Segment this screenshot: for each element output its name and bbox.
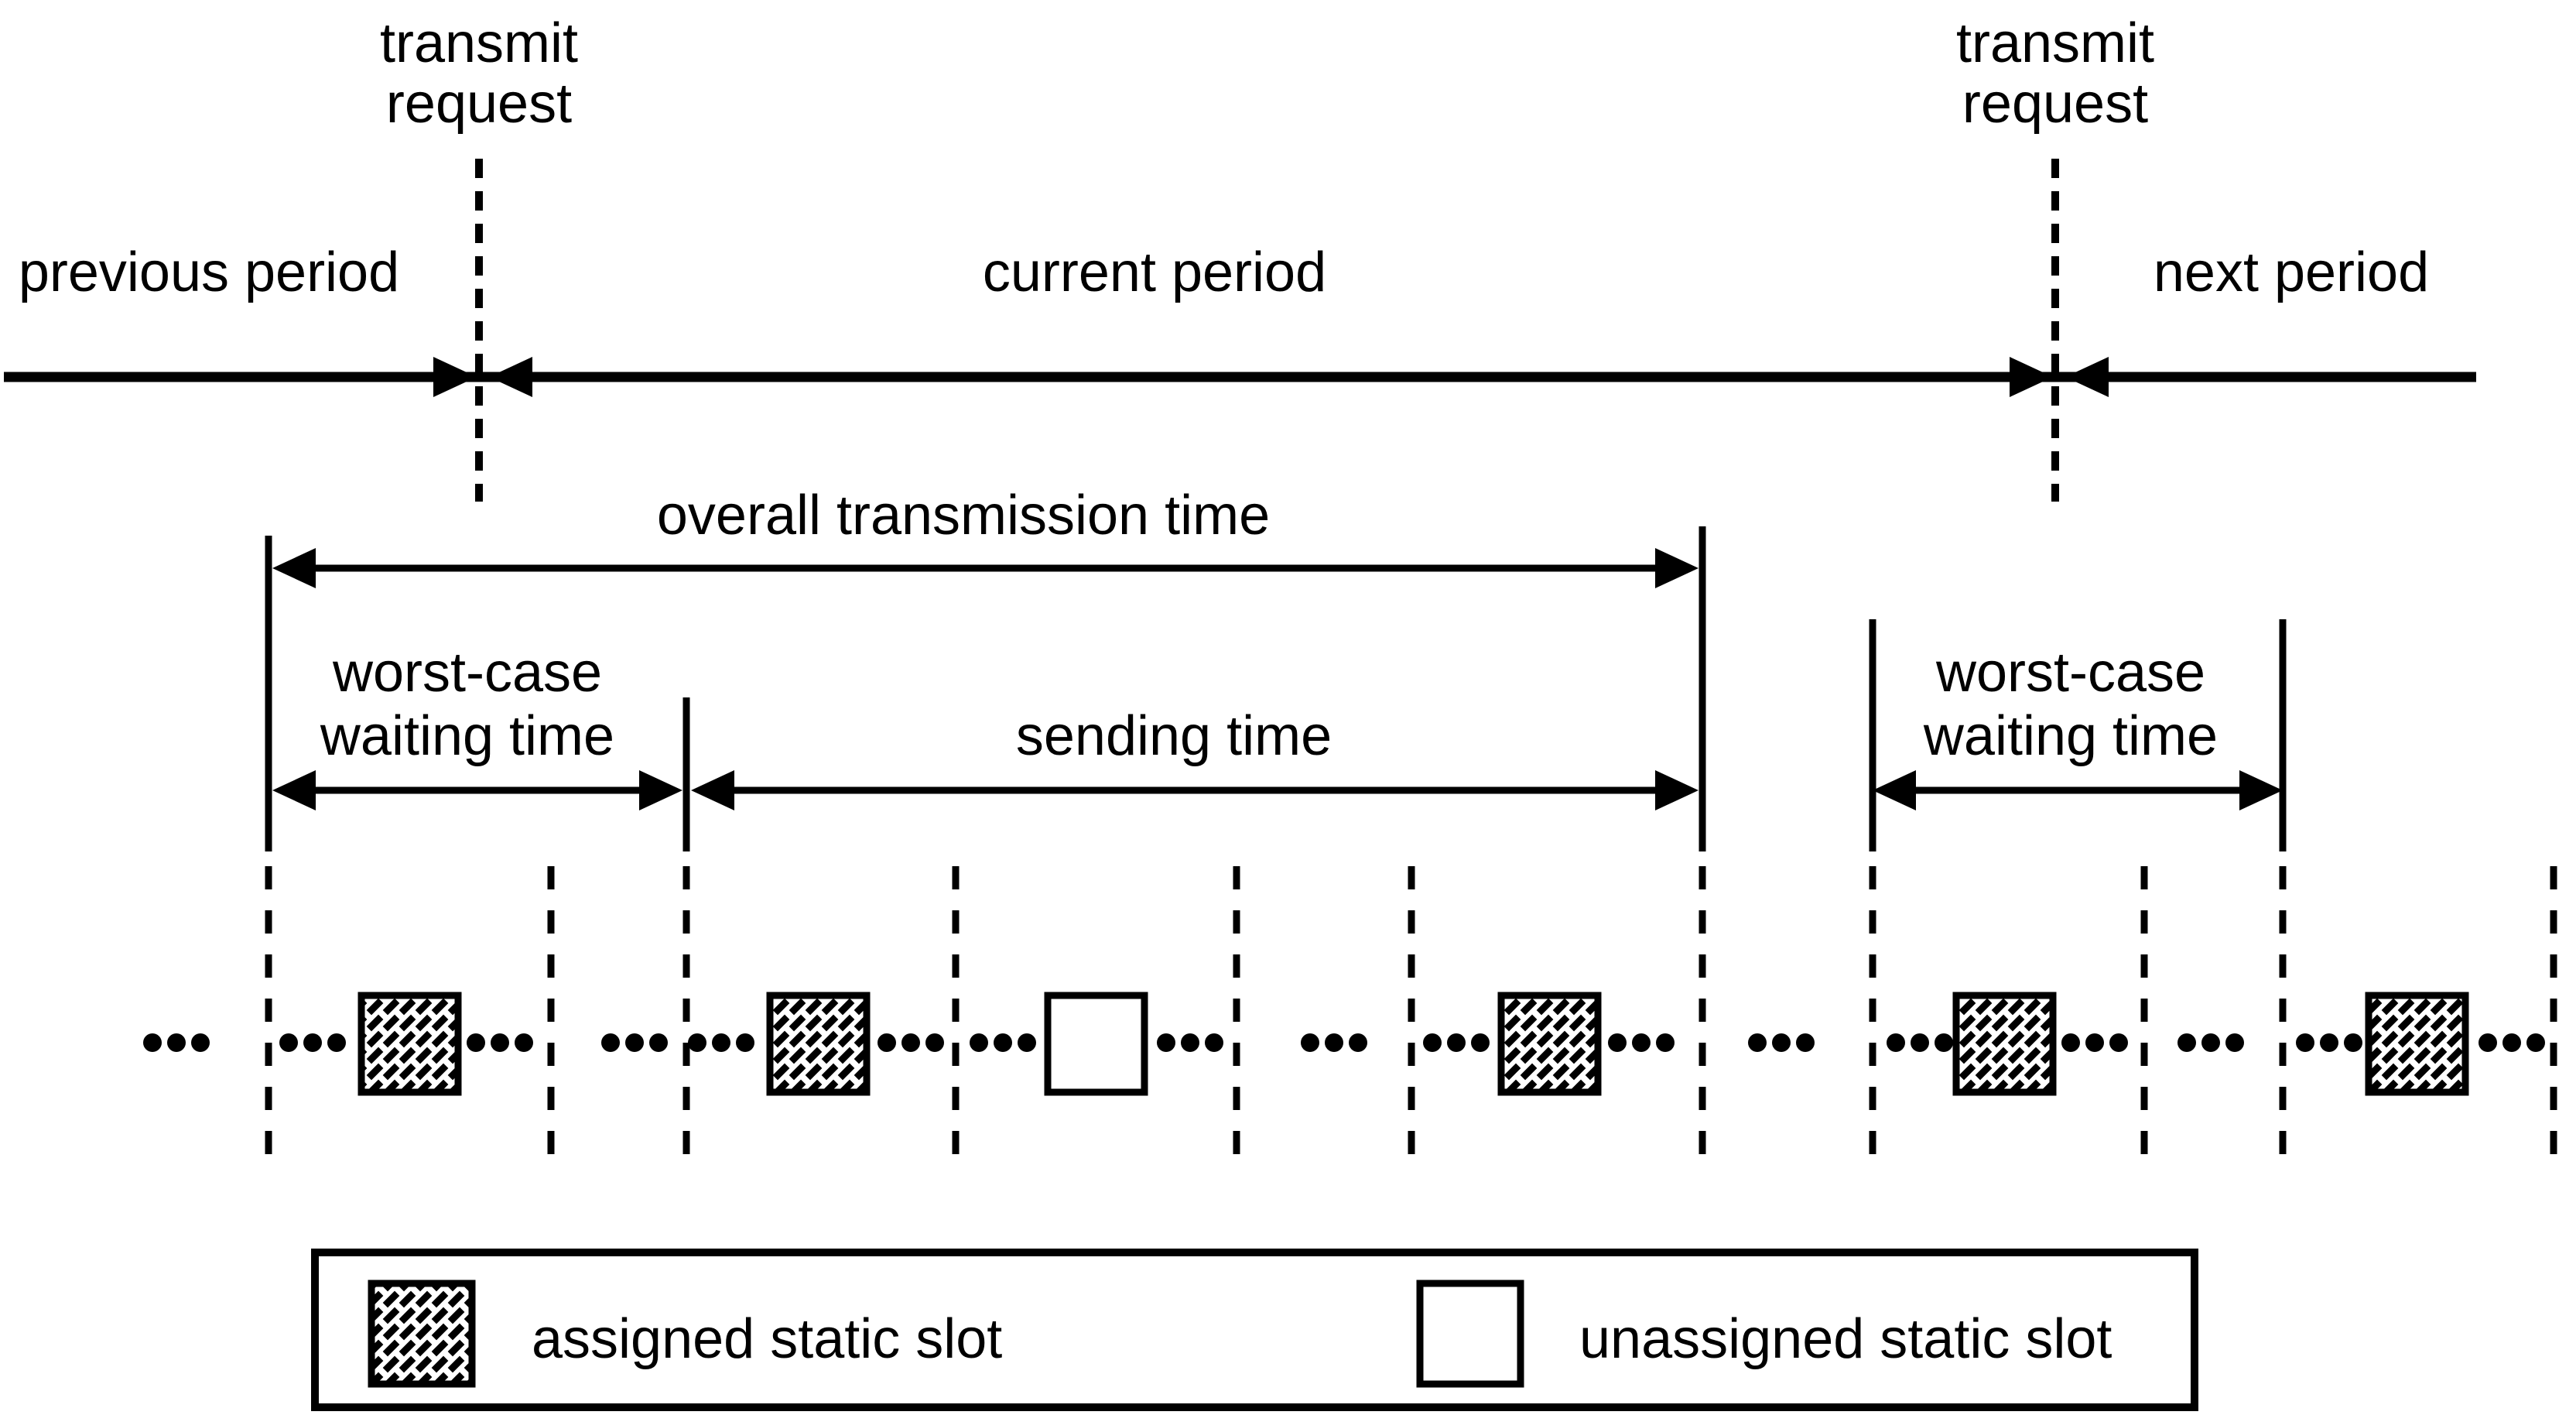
next-period-label: next period xyxy=(2154,242,2429,303)
static-slots xyxy=(357,992,2469,1096)
slot-boundaries xyxy=(265,866,2557,1167)
ellipsis-icon xyxy=(467,1033,533,1052)
ellipsis-icon xyxy=(601,1033,668,1052)
transmit-request-label-line1: transmit xyxy=(1956,12,2154,74)
arrowhead-right-icon xyxy=(2010,357,2053,397)
arrowhead-right-icon xyxy=(1655,770,1699,810)
legend-unassigned-label: unassigned static slot xyxy=(1579,1308,2112,1370)
arrowhead-left-icon xyxy=(489,357,532,397)
legend-box xyxy=(311,1249,2198,1411)
worst-case-waiting-label-line1: worst-case xyxy=(1935,642,2205,704)
ellipsis-icon xyxy=(2296,1033,2362,1052)
arrowhead-left-icon xyxy=(272,770,316,810)
ellipsis-icon xyxy=(2177,1033,2244,1052)
arrowhead-right-icon xyxy=(2239,770,2283,810)
ellipsis-icon xyxy=(1887,1033,1953,1052)
worst-case-waiting-arrow-right xyxy=(1873,770,2283,810)
transmit-request-label-line1: transmit xyxy=(380,12,578,74)
arrowhead-right-icon xyxy=(1655,548,1699,588)
arrowhead-right-icon xyxy=(433,357,477,397)
arrowhead-left-icon xyxy=(691,770,734,810)
sending-time-arrow xyxy=(691,770,1699,810)
transmit-request-left: transmit request xyxy=(380,12,578,502)
assigned-static-slot xyxy=(1952,992,2057,1096)
transmit-request-right: transmit request xyxy=(1956,12,2154,502)
ellipsis-icon xyxy=(2479,1033,2545,1052)
unassigned-static-slot xyxy=(1044,992,1148,1096)
arrowhead-left-icon xyxy=(272,548,316,588)
worst-case-waiting-label-line2: waiting time xyxy=(1923,705,2218,767)
transmit-request-label-line2: request xyxy=(1962,73,2148,135)
ellipsis-icon xyxy=(279,1033,346,1052)
ellipsis-icon xyxy=(1157,1033,1223,1052)
ellipsis-icon xyxy=(1608,1033,1675,1052)
assigned-static-slot xyxy=(1497,992,1602,1096)
arrowhead-right-icon xyxy=(639,770,682,810)
ellipsis-icon xyxy=(688,1033,754,1052)
legend: assigned static slot unassigned static s… xyxy=(311,1249,2198,1411)
worst-case-waiting-arrow-left xyxy=(272,770,682,810)
worst-case-waiting-label-line1: worst-case xyxy=(332,642,602,704)
assigned-static-slot xyxy=(766,992,871,1096)
ellipsis-icon xyxy=(1423,1033,1490,1052)
ellipsis-icon xyxy=(2061,1033,2128,1052)
ellipsis-icon xyxy=(877,1033,944,1052)
ellipsis-icon xyxy=(970,1033,1036,1052)
overall-transmission-time-label: overall transmission time xyxy=(657,485,1270,546)
ellipsis-icon xyxy=(1748,1033,1815,1052)
worst-case-waiting-label-line2: waiting time xyxy=(320,705,614,767)
legend-assigned-label: assigned static slot xyxy=(532,1308,1002,1370)
slot-ellipsis-dots xyxy=(143,1033,2545,1052)
previous-period-label: previous period xyxy=(19,242,399,303)
assigned-static-slot xyxy=(2365,992,2469,1096)
legend-unassigned-swatch xyxy=(1416,1280,1524,1388)
transmit-request-label-line2: request xyxy=(386,73,572,135)
arrowhead-left-icon xyxy=(2065,357,2109,397)
ellipsis-icon xyxy=(1301,1033,1367,1052)
assigned-static-slot xyxy=(357,992,462,1096)
current-period-label: current period xyxy=(983,242,1326,303)
overall-transmission-time-arrow xyxy=(272,548,1699,588)
arrowhead-left-icon xyxy=(1873,770,1916,810)
period-timeline xyxy=(4,357,2476,397)
ellipsis-icon xyxy=(143,1033,210,1052)
legend-assigned-swatch xyxy=(368,1280,476,1388)
sending-time-label: sending time xyxy=(1016,705,1332,767)
